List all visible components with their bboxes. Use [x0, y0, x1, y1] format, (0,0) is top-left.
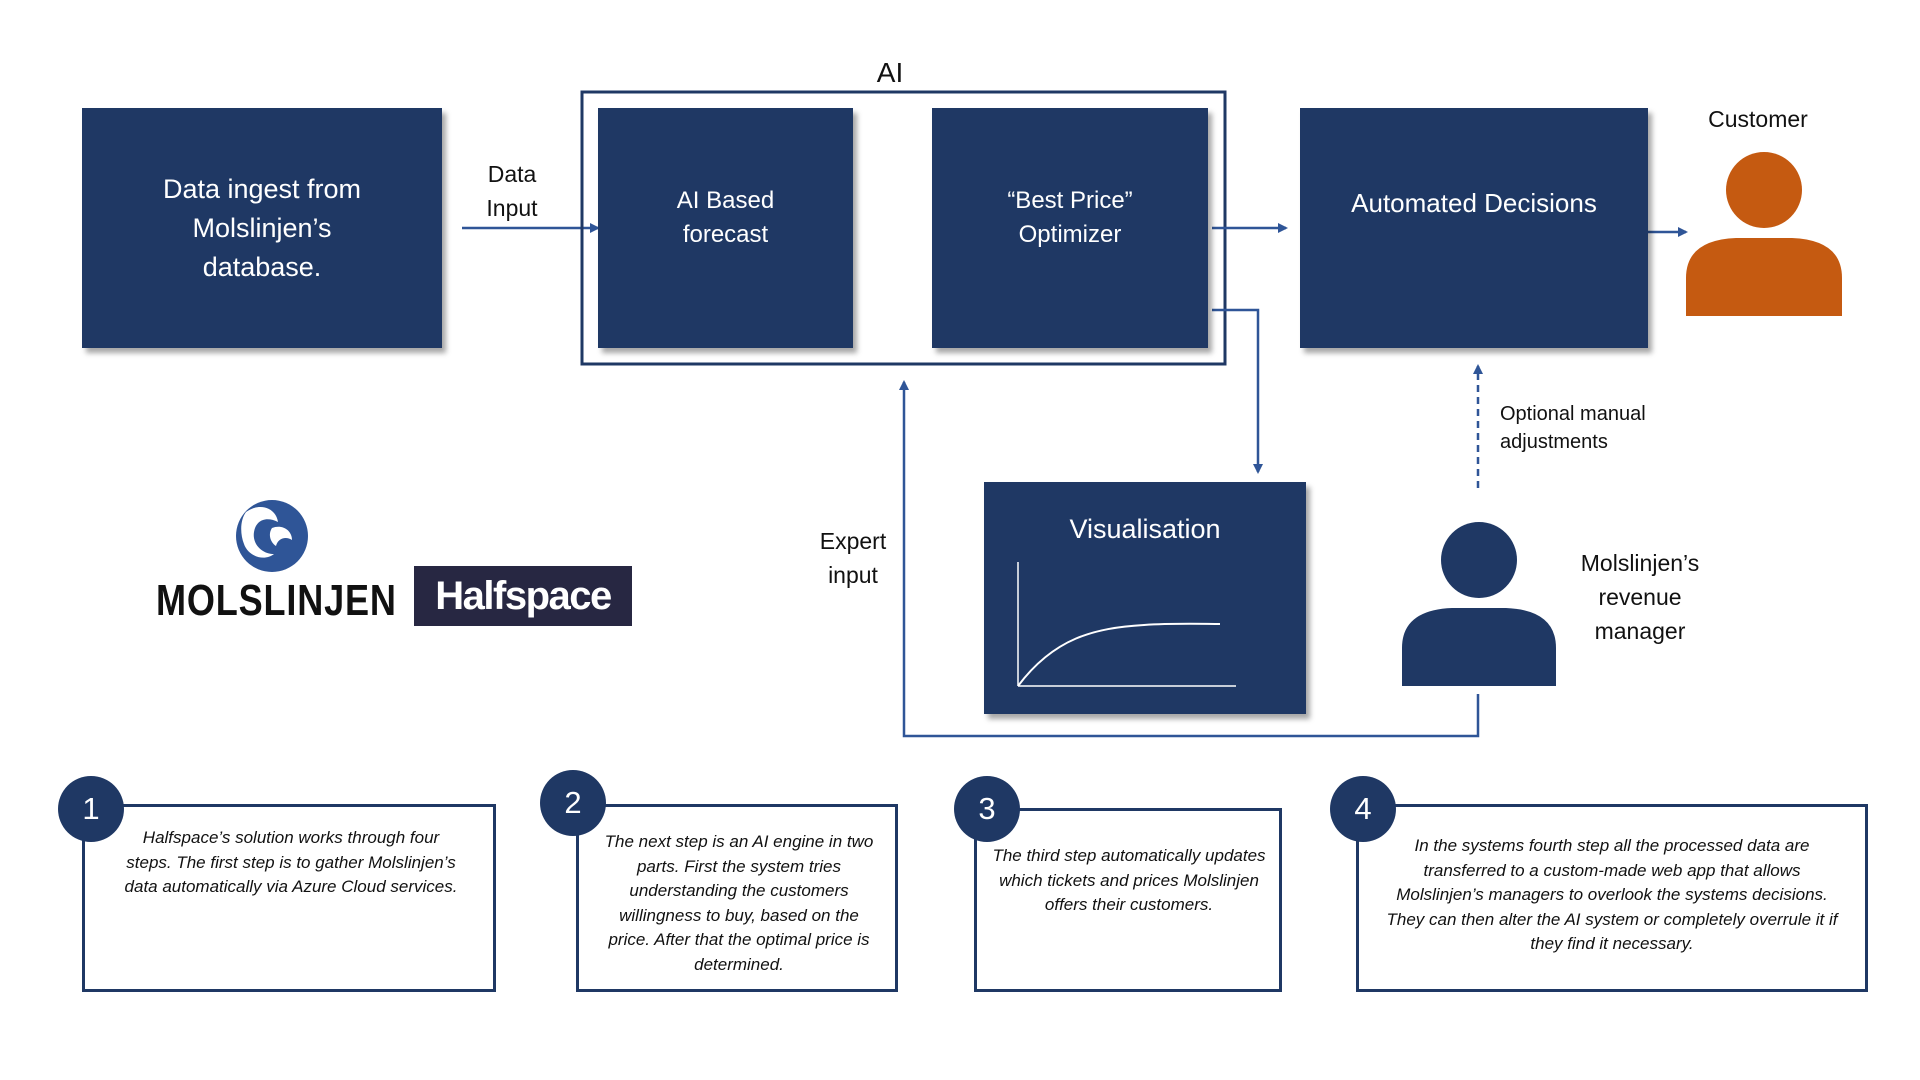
automated-decisions-label: Automated Decisions: [1351, 188, 1597, 218]
step-1-text: Halfspace’s solution works through four …: [124, 828, 458, 896]
step-2-box: [576, 804, 898, 992]
step-4-number: 4: [1330, 776, 1396, 842]
ai-forecast-label: AI Based forecast: [676, 187, 775, 248]
step-4-text: In the systems fourth step all the proce…: [1386, 836, 1838, 953]
step-2-text: The next step is an AI engine in two par…: [604, 832, 874, 974]
step-1-box: [82, 804, 496, 992]
step-2-number: 2: [540, 770, 606, 836]
revenue-manager-label: Molslinjen’s revenue manager: [1580, 550, 1700, 644]
optional-adjustments-label: Optional manual adjustments: [1500, 403, 1646, 453]
ai-forecast-box: AI Based forecast: [598, 108, 853, 348]
best-price-optimizer-label: “Best Price” Optimizer: [1007, 187, 1133, 248]
step-4-box: [1356, 804, 1868, 992]
step-1-number: 1: [58, 776, 124, 842]
automated-decisions-box: Automated Decisions: [1300, 108, 1648, 348]
data-ingest-box: Data ingest from Molslinjen’s database.: [82, 108, 442, 348]
molslinjen-logo-icon: [236, 500, 308, 572]
visualisation-label: Visualisation: [1069, 514, 1221, 544]
customer-person-icon: [1686, 152, 1842, 316]
molslinjen-logo-text: MOLSLINJEN: [156, 576, 397, 625]
data-input-label: Data Input: [486, 161, 538, 221]
step-3-number: 3: [954, 776, 1020, 842]
visualisation-box: Visualisation: [984, 482, 1306, 714]
halfspace-logo-text: Halfspace: [435, 573, 612, 618]
revenue-manager-person-icon: [1402, 522, 1556, 686]
step-3-box: [974, 808, 1282, 992]
best-price-optimizer-box: “Best Price” Optimizer: [932, 108, 1208, 348]
halfspace-logo: Halfspace: [414, 566, 632, 626]
optimizer-to-visualisation-arrow: [1212, 308, 1263, 474]
expert-input-arrow: [899, 380, 1480, 738]
customer-label: Customer: [1708, 106, 1808, 132]
expert-input-label: Expert input: [819, 528, 887, 588]
data-ingest-label: Data ingest from Molslinjen’s database.: [162, 173, 362, 282]
ai-group-title: AI: [876, 57, 904, 88]
visualisation-curve-graphic: [1017, 562, 1236, 687]
step-3-text: The third step automatically updates whi…: [992, 846, 1266, 914]
